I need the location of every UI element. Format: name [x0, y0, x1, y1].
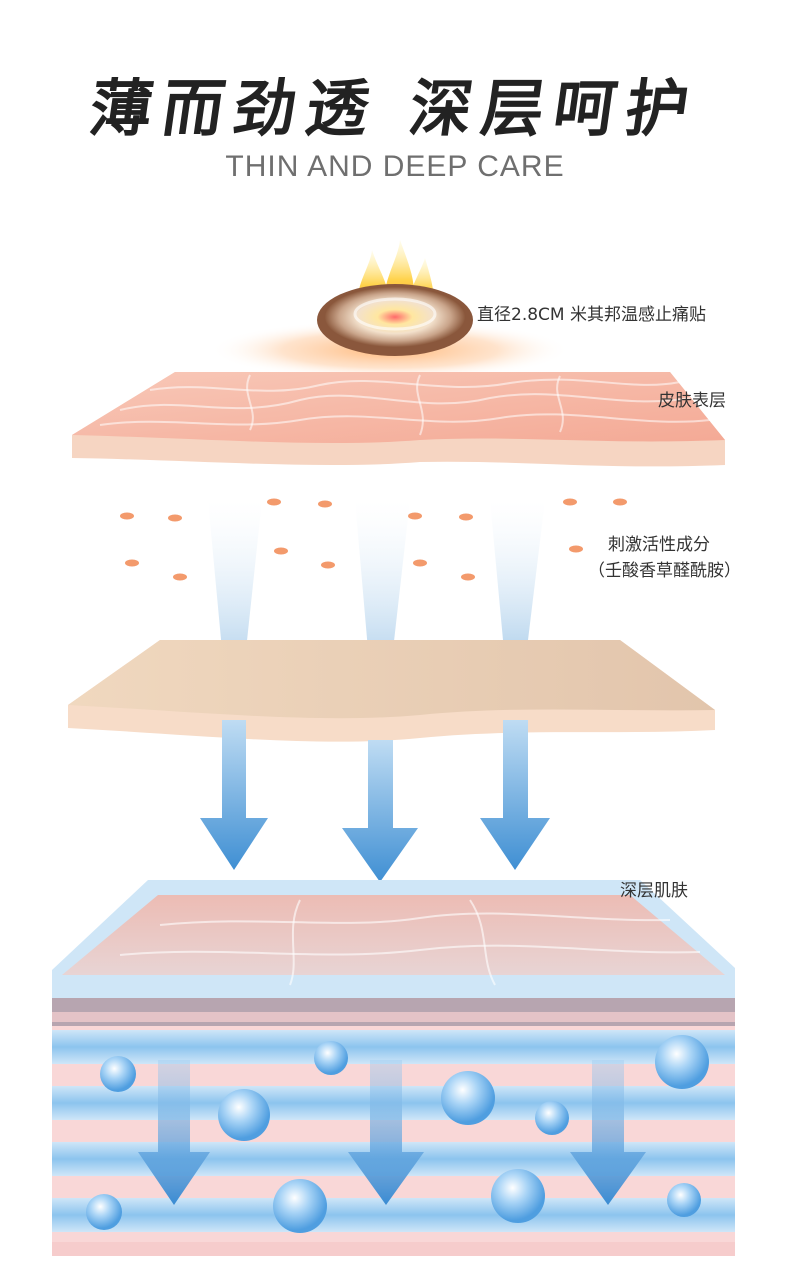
epidermis-label: 皮肤表层 — [658, 391, 726, 411]
warming-patch-icon — [317, 284, 473, 356]
epidermis-layer — [72, 372, 725, 467]
active-ingredient-detail-label: （壬酸香草醛酰胺） — [588, 561, 741, 581]
dermis-layer — [68, 640, 715, 742]
deep-skin-label: 深层肌肤 — [620, 881, 688, 901]
active-ingredient-label: 刺激活性成分 — [608, 535, 710, 555]
active-particles — [120, 498, 627, 581]
page-subtitle: THIN AND DEEP CARE — [225, 150, 565, 183]
patch-label: 直径2.8CM 米其邦温感止痛贴 — [477, 305, 706, 325]
deep-skin-layer — [52, 880, 735, 1256]
down-arrow-icon — [200, 720, 550, 882]
bubble-icon — [86, 1035, 709, 1233]
penetration-beams — [208, 500, 545, 650]
